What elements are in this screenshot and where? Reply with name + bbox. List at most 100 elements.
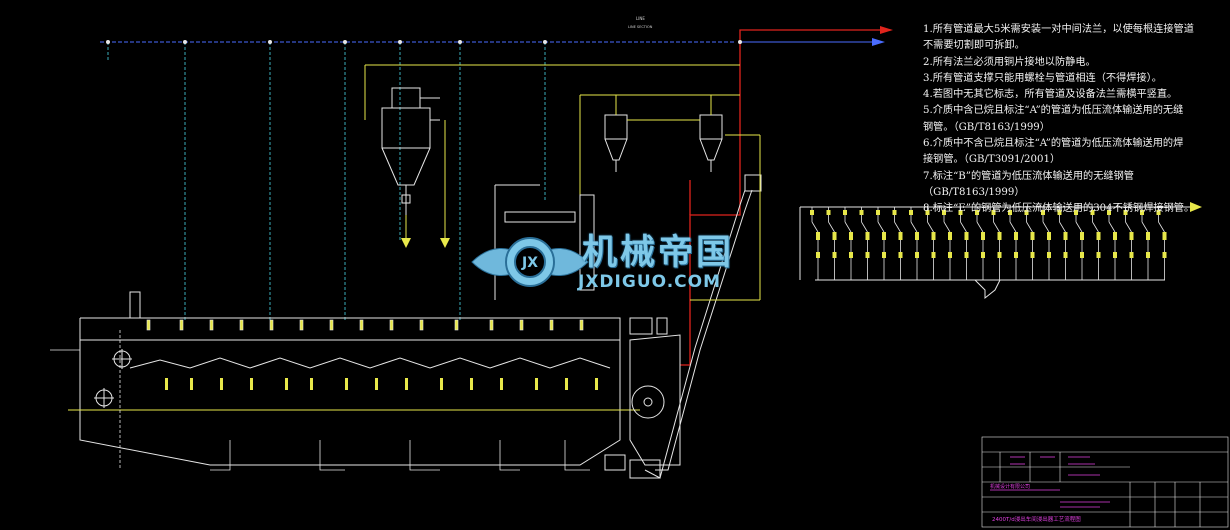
manifold-branch-part — [882, 232, 886, 240]
extractor-top-valves — [146, 319, 584, 331]
watermark-chinese: 机械帝国 — [582, 233, 735, 273]
manifold-branch-part — [1092, 221, 1099, 233]
manifold-branch-part — [1075, 221, 1083, 233]
manifold-branch-part — [915, 252, 919, 258]
manifold-branch-part — [865, 252, 870, 258]
flow-arrow-blue — [872, 38, 885, 46]
manifold-branch-part — [958, 210, 963, 215]
manifold-branch-part — [1123, 210, 1128, 215]
manifold-arrow — [1190, 202, 1202, 212]
manifold-branch-part — [1129, 252, 1134, 258]
general-notes: 1.所有管道最大5米需安装一对中间法兰，以使每根连接管道不需要切割即可拆卸。 2.… — [923, 22, 1223, 218]
manifold-branch-part — [927, 221, 934, 233]
watermark-logo: JX 机械帝国 JXDIGUO.COM — [470, 222, 770, 302]
note-line: 7.标注“B”的管道为低压流体输送用的无缝钢管 — [923, 170, 1134, 182]
manifold-branch-part — [964, 252, 969, 258]
manifold-branch-part — [1090, 210, 1095, 215]
manifold-branch-part — [991, 210, 996, 215]
manifold-branch-part — [811, 221, 819, 233]
manifold-branch-part — [943, 221, 951, 233]
manifold-branch-part — [931, 252, 936, 258]
manifold-branch-part — [832, 252, 837, 258]
manifold-branch-part — [859, 210, 864, 215]
note-line: 2.所有法兰必须用铜片接地以防静电。 — [923, 56, 1096, 68]
manifold-branch-part — [1014, 232, 1018, 240]
header-pipe-blue — [100, 29, 890, 43]
cyclone-2-3-pipes — [579, 94, 740, 200]
manifold-branch-part — [828, 221, 835, 233]
note-line: 钢管。（GB/T8163/1999） — [923, 121, 1050, 133]
manifold-branch-part — [1042, 221, 1050, 233]
manifold-branch-part — [915, 232, 919, 240]
note-line: 5.介质中含已烷且标注“A”的管道为低压流体输送用的无缝 — [923, 105, 1184, 117]
watermark-english: JXDIGUO.COM — [578, 272, 722, 292]
manifold-branch-part — [931, 232, 936, 240]
manifold-branch-part — [1014, 252, 1018, 258]
manifold-branch-part — [1059, 221, 1066, 233]
manifold-branch-part — [876, 210, 880, 215]
manifold-branch-part — [976, 221, 984, 233]
manifold-branch-part — [1096, 252, 1101, 258]
manifold-branch-part — [997, 232, 1002, 240]
manifold-branch-part — [877, 221, 885, 233]
manifold-branch-part — [1107, 210, 1111, 215]
manifold-branch-part — [849, 252, 853, 258]
manifold-branch-part — [1063, 232, 1068, 240]
manifold-branch-part — [898, 232, 903, 240]
manifold-branch-part — [1113, 252, 1117, 258]
manifold-branch-part — [843, 210, 847, 215]
note-line: 3.所有管道支撑只能用螺栓与管道相连（不得焊接）。 — [923, 72, 1162, 84]
manifold-branch-part — [1008, 210, 1012, 215]
note-line: 1.所有管道最大5米需安装一对中间法兰，以使每根连接管道 — [923, 24, 1194, 35]
manifold-branch-part — [832, 232, 837, 240]
flow-arrow-red — [880, 26, 893, 34]
feeder-conveyor — [494, 184, 595, 300]
note-line: 接钢管。（GB/T3091/2001） — [923, 154, 1061, 166]
manifold-branch-part — [993, 221, 1000, 233]
manifold-branch-part — [942, 210, 946, 215]
cyclone-1-pipes — [364, 64, 740, 238]
manifold-branch-part — [1156, 210, 1161, 215]
manifold-branch-part — [981, 232, 985, 240]
manifold-branch-part — [892, 210, 897, 215]
extractor-ports — [94, 349, 132, 408]
manifold-branch-part — [1140, 210, 1144, 215]
extractor-drains — [50, 330, 590, 471]
header-pipe-red — [680, 29, 890, 366]
manifold-branch-part — [925, 210, 930, 215]
manifold-branch-part — [898, 252, 903, 258]
extractor-mid-valves — [165, 378, 598, 390]
manifold-branch-part — [1080, 252, 1084, 258]
header-drops — [107, 42, 546, 320]
manifold-branch-part — [1057, 210, 1062, 215]
manifold-branch-part — [1024, 210, 1029, 215]
manifold-branch-part — [1074, 210, 1078, 215]
watermark-badge: JX — [521, 255, 538, 271]
manifold-branch-part — [1125, 221, 1132, 233]
manifold-branch-part — [1129, 232, 1134, 240]
title-block-company: 机械设计有限公司 — [990, 483, 1030, 490]
manifold-branch-part — [981, 252, 985, 258]
manifold-branch-part — [894, 221, 901, 233]
vent-pipes — [690, 134, 761, 301]
manifold-branch-part — [844, 221, 852, 233]
manifold-branch-part — [861, 221, 868, 233]
note-line: 不需要切割即可拆卸。 — [923, 40, 1025, 52]
manifold-branch-part — [909, 210, 913, 215]
title-block — [981, 436, 1229, 528]
manifold-branch-part — [948, 252, 952, 258]
manifold-branch-part — [1146, 252, 1150, 258]
title-block-drawing-title: 2400T/d浸出车间浸出器工艺流程图 — [992, 515, 1081, 523]
manifold-branch-part — [964, 232, 969, 240]
cyclone-separator-1 — [381, 87, 440, 215]
manifold-branch-part — [948, 232, 952, 240]
note-line: （GB/T8163/1999） — [923, 186, 1025, 198]
manifold-branch-part — [975, 210, 979, 215]
manifold-branch-part — [1063, 252, 1068, 258]
cyclone-separator-2 — [604, 114, 628, 172]
inclined-conveyor — [629, 174, 762, 479]
manifold-branch-part — [849, 232, 853, 240]
manifold-branch-part — [1047, 232, 1051, 240]
manifold-branch-part — [910, 221, 918, 233]
